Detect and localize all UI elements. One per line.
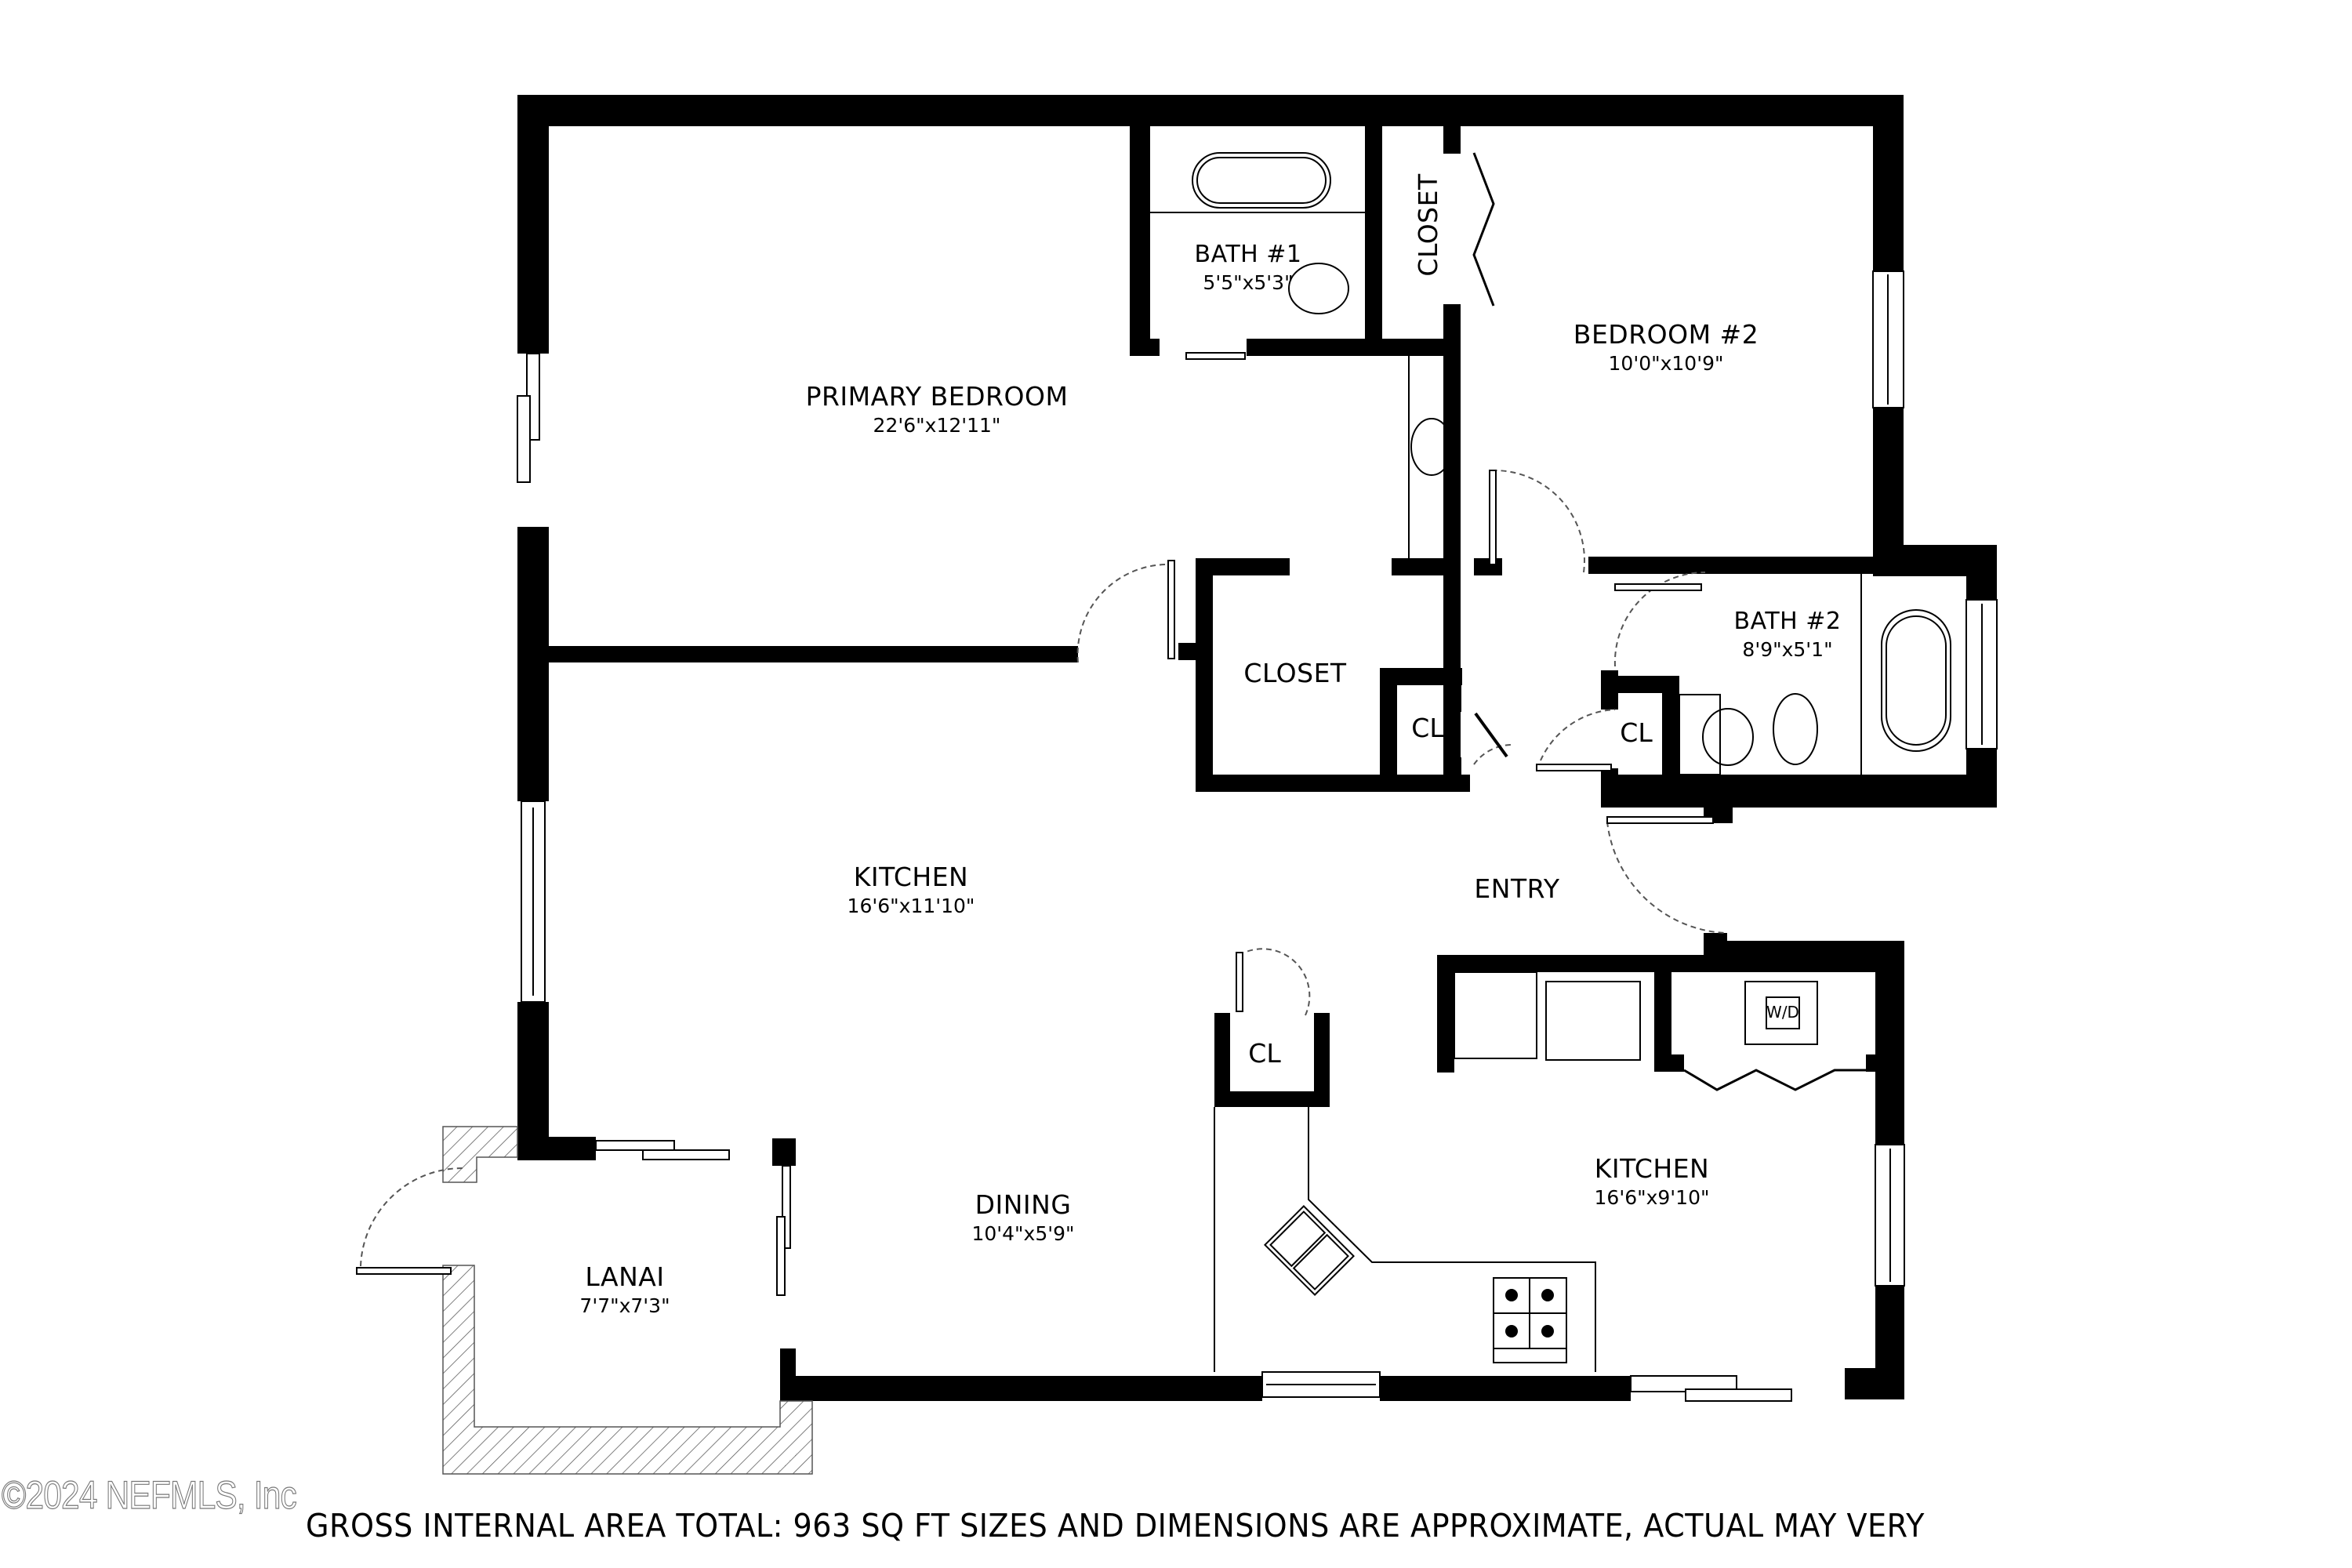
room-bedroom-2: BEDROOM #2 10'0"x10'9" [1573,320,1759,376]
room-primary-bedroom: PRIMARY BEDROOM 22'6"x12'11" [806,382,1069,437]
bifold-doors-laundry [1683,1069,1866,1091]
room-entry: ENTRY [1474,874,1559,904]
room-name: CL [1620,717,1653,748]
area-disclaimer: GROSS INTERNAL AREA TOTAL: 963 SQ FT SIZ… [306,1507,1925,1544]
room-name: PRIMARY BEDROOM [805,381,1069,412]
room-name: DINING [975,1189,1072,1220]
room-cl-hall: CL [1411,713,1443,743]
room-name: CLOSET [1413,173,1444,277]
double-sink-icon [1264,1205,1355,1296]
room-lanai: LANAI 7'7"x7'3" [579,1262,670,1318]
room-dimensions: 16'6"x9'10" [1594,1185,1710,1209]
fixtures [1150,152,1951,1372]
room-name: KITCHEN [1594,1153,1710,1184]
room-kitchen-main: KITCHEN 16'6"x11'10" [848,862,975,918]
room-dimensions: 10'0"x10'9" [1608,351,1724,375]
washer-dryer-text: W/D [1766,1003,1799,1022]
copyright-watermark: ©2024 NEFMLS, Inc [1,1472,297,1517]
bathtub-icon [1192,152,1331,209]
room-dining: DINING 10'4"x5'9" [971,1190,1074,1246]
room-name: BATH #2 [1733,608,1842,635]
room-kitchen-right: KITCHEN 16'6"x9'10" [1595,1154,1710,1210]
sink-icon [1410,418,1453,476]
toilet-icon [1773,693,1818,765]
room-name: CL [1411,713,1444,743]
room-closet-bedroom2: CLOSET [1413,173,1444,277]
room-dimensions: 10'4"x5'9" [971,1221,1075,1245]
stove-icon [1493,1277,1567,1363]
room-dimensions: 16'6"x11'10" [847,894,975,917]
room-dimensions: 22'6"x12'11" [873,413,1001,437]
burners [1505,1289,1554,1338]
windows [517,270,1998,1402]
room-name: CL [1248,1038,1281,1069]
room-dimensions: 7'7"x7'3" [579,1294,670,1317]
closet-door-diagonal [1474,712,1508,758]
room-dimensions: 8'9"x5'1" [1742,637,1833,661]
walls [517,95,1997,1401]
toilet-icon [1288,263,1349,314]
room-name: ENTRY [1474,873,1560,904]
room-closet-primary: CLOSET [1243,659,1346,688]
room-name: KITCHEN [853,862,969,892]
room-bath-2: BATH #2 8'9"x5'1" [1734,608,1842,661]
washer-dryer-icon [1744,981,1818,1045]
room-name: LANAI [585,1261,665,1292]
door-swings [360,469,1726,1267]
room-bath-1: BATH #1 5'5"x5'3" [1195,241,1302,294]
room-name: CLOSET [1243,658,1347,688]
room-name: BATH #1 [1194,241,1302,268]
refrigerator-icon [1545,981,1641,1061]
room-name: BEDROOM #2 [1573,319,1759,350]
room-dimensions: 5'5"x5'3" [1203,270,1294,294]
room-cl-bath2: CL [1620,718,1652,748]
room-cl-kitchen: CL [1248,1039,1280,1069]
washer-dryer-label: W/D [1766,1004,1799,1022]
sink-icon [1702,708,1754,766]
door-leaves [356,470,1714,1275]
bathtub-icon [1881,609,1951,752]
bifold-doors-closet [1472,152,1495,307]
